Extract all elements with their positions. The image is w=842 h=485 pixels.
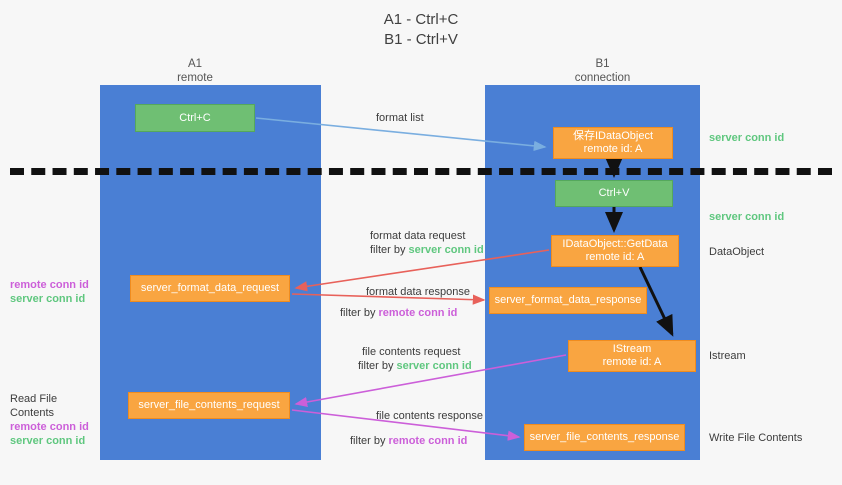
box-server-file-contents-request-label: server_file_contents_request: [138, 399, 280, 411]
arrow-getdata-to-istream: [638, 266, 674, 337]
annotation-remote-conn-id-2: remote conn id: [10, 421, 89, 433]
box-server-format-data-response[interactable]: server_format_data_response: [489, 287, 647, 314]
edge-label-file-contents-response-filter: filter by remote conn id: [350, 434, 467, 448]
filter-key-server-conn-id: server conn id: [408, 244, 484, 256]
arrow-file-contents-request: [294, 354, 567, 408]
annotation-left-read-file-contents: Read File Contents remote conn id server…: [10, 392, 102, 448]
arrow-format-data-response: [291, 293, 486, 305]
box-getdata-line1: IDataObject::GetData: [562, 238, 668, 250]
edge-label-format-list: format list: [376, 112, 424, 124]
title-line-1: A1 - Ctrl+C: [383, 11, 459, 28]
arrow-file-contents-response: [291, 409, 521, 441]
annotation-remote-conn-id-1: remote conn id: [10, 279, 89, 291]
box-server-format-data-response-label: server_format_data_response: [494, 294, 642, 306]
lane-header-a1-name: A1: [187, 58, 203, 70]
annotation-server-conn-id-left-1: server conn id: [10, 293, 86, 305]
lane-header-b1-name: B1: [595, 58, 610, 70]
box-save-idataobject[interactable]: 保存IDataObject remote id: A: [553, 127, 673, 159]
edge-label-file-contents-request: file contents request: [362, 346, 461, 358]
box-ctrl-v-label: Ctrl+V: [598, 187, 630, 199]
edge-label-format-data-request: format data request: [370, 230, 466, 242]
arrow-format-list: [255, 117, 547, 151]
box-server-file-contents-response-label: server_file_contents_response: [529, 431, 680, 443]
diagram-title: A1 - Ctrl+C B1 - Ctrl+V: [0, 10, 842, 50]
box-istream-line1: IStream: [612, 343, 652, 355]
box-ctrl-c[interactable]: Ctrl+C: [135, 104, 255, 132]
annotation-istream: Istream: [709, 350, 746, 362]
annotation-read-file-contents: Read File Contents: [10, 393, 58, 419]
filter-prefix: filter by: [350, 435, 389, 447]
box-ctrl-v[interactable]: Ctrl+V: [555, 180, 673, 207]
edge-label-format-data-response: format data response: [366, 286, 470, 298]
lane-header-a1: A1 remote: [130, 57, 260, 85]
phase-divider: [10, 168, 832, 175]
filter-prefix: filter by: [370, 244, 409, 256]
box-server-format-data-request[interactable]: server_format_data_request: [130, 275, 290, 302]
annotation-server-conn-id-mid: server conn id: [709, 211, 785, 223]
edge-label-format-data-response-filter: filter by remote conn id: [340, 306, 457, 320]
edge-label-format-data-request-filter: filter by server conn id: [370, 243, 484, 257]
title-line-2: B1 - Ctrl+V: [384, 31, 458, 48]
filter-key-server-conn-id: server conn id: [396, 360, 472, 372]
annotation-server-conn-id-left-2: server conn id: [10, 435, 86, 447]
lane-header-b1-role: connection: [574, 72, 631, 84]
edge-label-file-contents-request-filter: filter by server conn id: [358, 359, 472, 373]
box-save-idataobject-line1: 保存IDataObject: [572, 130, 654, 142]
filter-key-remote-conn-id: remote conn id: [388, 435, 468, 447]
box-server-file-contents-request[interactable]: server_file_contents_request: [128, 392, 290, 419]
arrow-format-data-request: [294, 249, 550, 292]
lane-header-b1: B1 connection: [530, 57, 675, 85]
box-istream-line2: remote id: A: [602, 356, 662, 368]
box-server-format-data-request-label: server_format_data_request: [140, 282, 280, 294]
annotation-left-conn-ids-format: remote conn id server conn id: [10, 278, 98, 306]
box-getdata-line2: remote id: A: [585, 251, 645, 263]
filter-prefix: filter by: [340, 307, 379, 319]
box-save-idataobject-line2: remote id: A: [583, 143, 643, 155]
box-idataobject-getdata[interactable]: IDataObject::GetData remote id: A: [551, 235, 679, 267]
annotation-server-conn-id-top: server conn id: [709, 132, 785, 144]
box-server-file-contents-response[interactable]: server_file_contents_response: [524, 424, 685, 451]
filter-prefix: filter by: [358, 360, 397, 372]
box-istream[interactable]: IStream remote id: A: [568, 340, 696, 372]
annotation-write-file-contents: Write File Contents: [709, 432, 803, 444]
annotation-dataobject: DataObject: [709, 246, 765, 258]
edge-label-file-contents-response: file contents response: [376, 410, 484, 422]
filter-key-remote-conn-id: remote conn id: [378, 307, 458, 319]
lane-header-a1-role: remote: [177, 72, 213, 84]
box-ctrl-c-label: Ctrl+C: [179, 111, 211, 124]
